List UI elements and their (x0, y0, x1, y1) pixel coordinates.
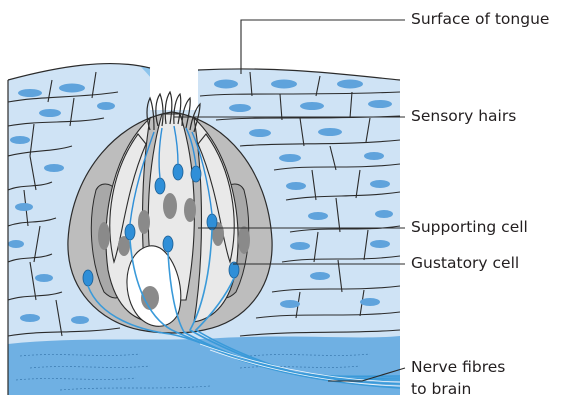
label-to-brain: to brain (411, 380, 471, 399)
leader-surface (241, 20, 405, 74)
label-supporting-cell: Supporting cell (411, 218, 528, 237)
label-nerve-fibres: Nerve fibres (411, 358, 505, 377)
label-surface-of-tongue: Surface of tongue (411, 10, 549, 29)
label-gustatory-cell: Gustatory cell (411, 254, 519, 273)
label-sensory-hairs: Sensory hairs (411, 107, 516, 126)
